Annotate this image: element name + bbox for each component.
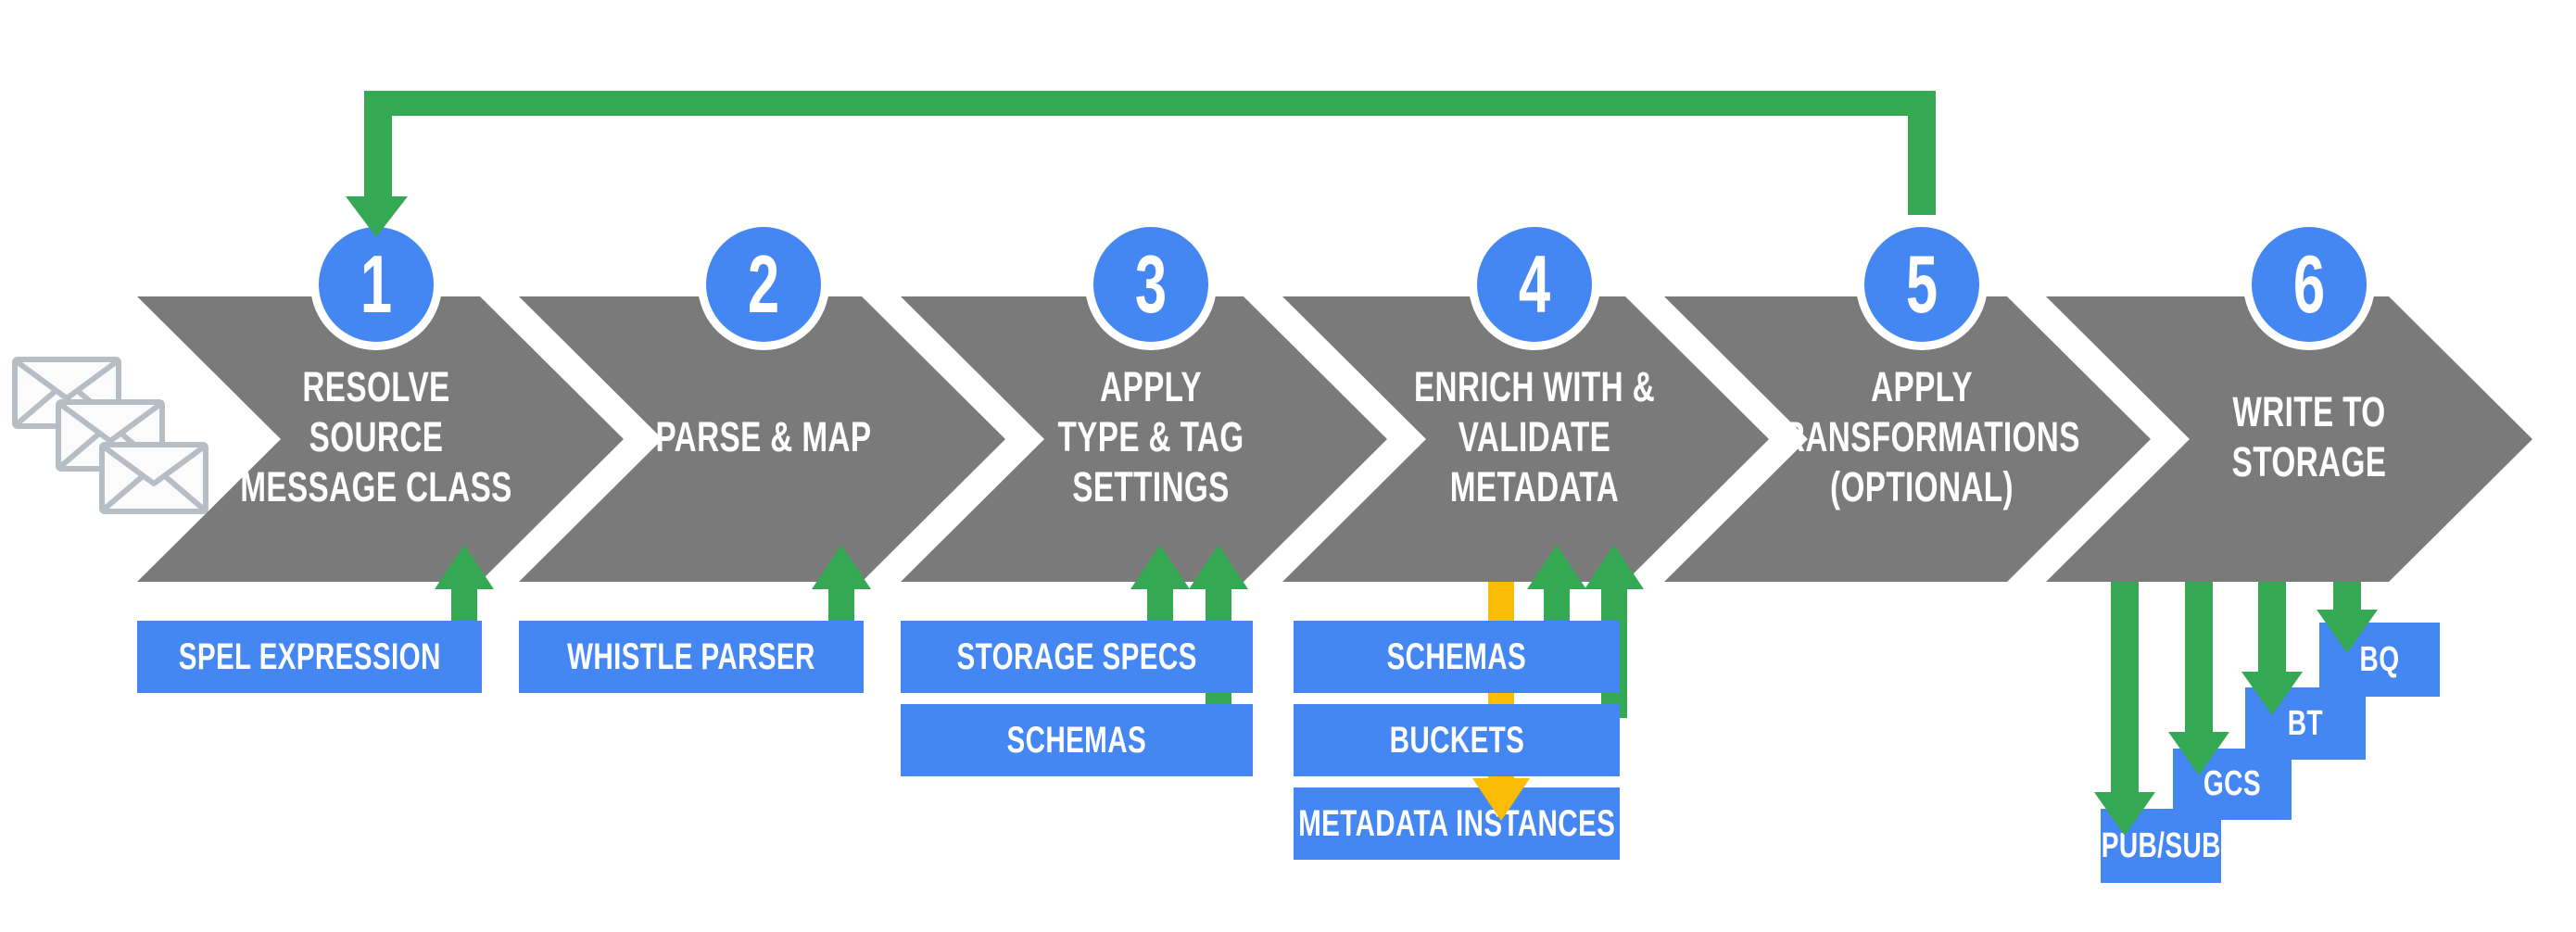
chevron-step-3 bbox=[901, 296, 1387, 582]
output-box-gcs-label: GCS bbox=[2203, 764, 2262, 803]
step-3-badge bbox=[1093, 227, 1208, 342]
step-3-label: APPLY TYPE & TAG SETTINGS bbox=[1057, 363, 1244, 510]
step-4-label: ENRICH WITH & VALIDATE METADATA bbox=[1413, 363, 1656, 510]
input-box-buckets-label: BUCKETS bbox=[1389, 719, 1524, 761]
loop-arrow bbox=[346, 91, 1936, 237]
input-box-schemas-step4-label: SCHEMAS bbox=[1386, 636, 1527, 677]
step-5-number: 5 bbox=[1905, 238, 1938, 330]
chevron-step-2 bbox=[519, 296, 1005, 582]
step-5-label: APPLY TRANSFORMATIONS (OPTIONAL) bbox=[1763, 363, 2080, 510]
arrow-schemas-to-step4 bbox=[1527, 545, 1586, 649]
step-2-label: PARSE & MAP bbox=[655, 413, 872, 460]
step-1-badge bbox=[319, 227, 434, 342]
arrow-storage-specs-to-step3 bbox=[1130, 545, 1190, 649]
step-3-number: 3 bbox=[1134, 238, 1168, 330]
step-6-number: 6 bbox=[2292, 238, 2326, 330]
output-box-bq: BQ bbox=[2319, 623, 2440, 697]
input-box-spel-expression: SPEL EXPRESSION bbox=[137, 621, 482, 693]
input-box-storage-specs: STORAGE SPECS bbox=[901, 621, 1253, 693]
step-6-label: WRITE TO STORAGE bbox=[2231, 388, 2387, 485]
input-box-schemas-step4: SCHEMAS bbox=[1294, 621, 1620, 693]
output-box-pubsub: PUB/SUB bbox=[2101, 809, 2221, 883]
step-2-badge bbox=[706, 227, 821, 342]
input-box-metadata-instances: METADATA INSTANCES bbox=[1294, 787, 1620, 860]
step-4-badge bbox=[1477, 227, 1592, 342]
chevron-step-4 bbox=[1282, 296, 1769, 582]
input-box-spel-expression-label: SPEL EXPRESSION bbox=[178, 636, 441, 677]
input-box-metadata-instances-label: METADATA INSTANCES bbox=[1297, 802, 1616, 844]
step-badges bbox=[310, 219, 2375, 350]
chevron-band bbox=[137, 296, 2532, 582]
output-box-bt: BT bbox=[2245, 687, 2366, 760]
output-box-bt-label: BT bbox=[2287, 703, 2324, 743]
step-1-number: 1 bbox=[360, 238, 393, 330]
step-6-badge bbox=[2252, 227, 2367, 342]
step-1-label: RESOLVE SOURCE MESSAGE CLASS bbox=[240, 363, 512, 510]
chevron-step-6 bbox=[2046, 296, 2532, 582]
envelope-stack-icon bbox=[12, 357, 208, 514]
chevron-step-5 bbox=[1664, 296, 2151, 582]
output-box-pubsub-label: PUB/SUB bbox=[2101, 825, 2221, 865]
chevron-step-1 bbox=[137, 296, 624, 582]
step-5-badge bbox=[1864, 227, 1979, 342]
arrow-whistle-to-step2 bbox=[812, 545, 871, 649]
input-box-storage-specs-label: STORAGE SPECS bbox=[956, 636, 1197, 677]
envelope-icon bbox=[99, 442, 208, 514]
output-box-bq-label: BQ bbox=[2359, 639, 2400, 679]
arrow-spel-to-step1 bbox=[435, 545, 494, 649]
input-box-schemas-step3-label: SCHEMAS bbox=[1006, 719, 1147, 761]
step-4-number: 4 bbox=[1518, 238, 1551, 330]
input-box-buckets: BUCKETS bbox=[1294, 704, 1620, 776]
input-box-whistle-parser: WHISTLE PARSER bbox=[519, 621, 864, 693]
step-2-number: 2 bbox=[747, 238, 780, 330]
input-box-schemas-step3: SCHEMAS bbox=[901, 704, 1253, 776]
input-box-whistle-parser-label: WHISTLE PARSER bbox=[567, 636, 815, 677]
